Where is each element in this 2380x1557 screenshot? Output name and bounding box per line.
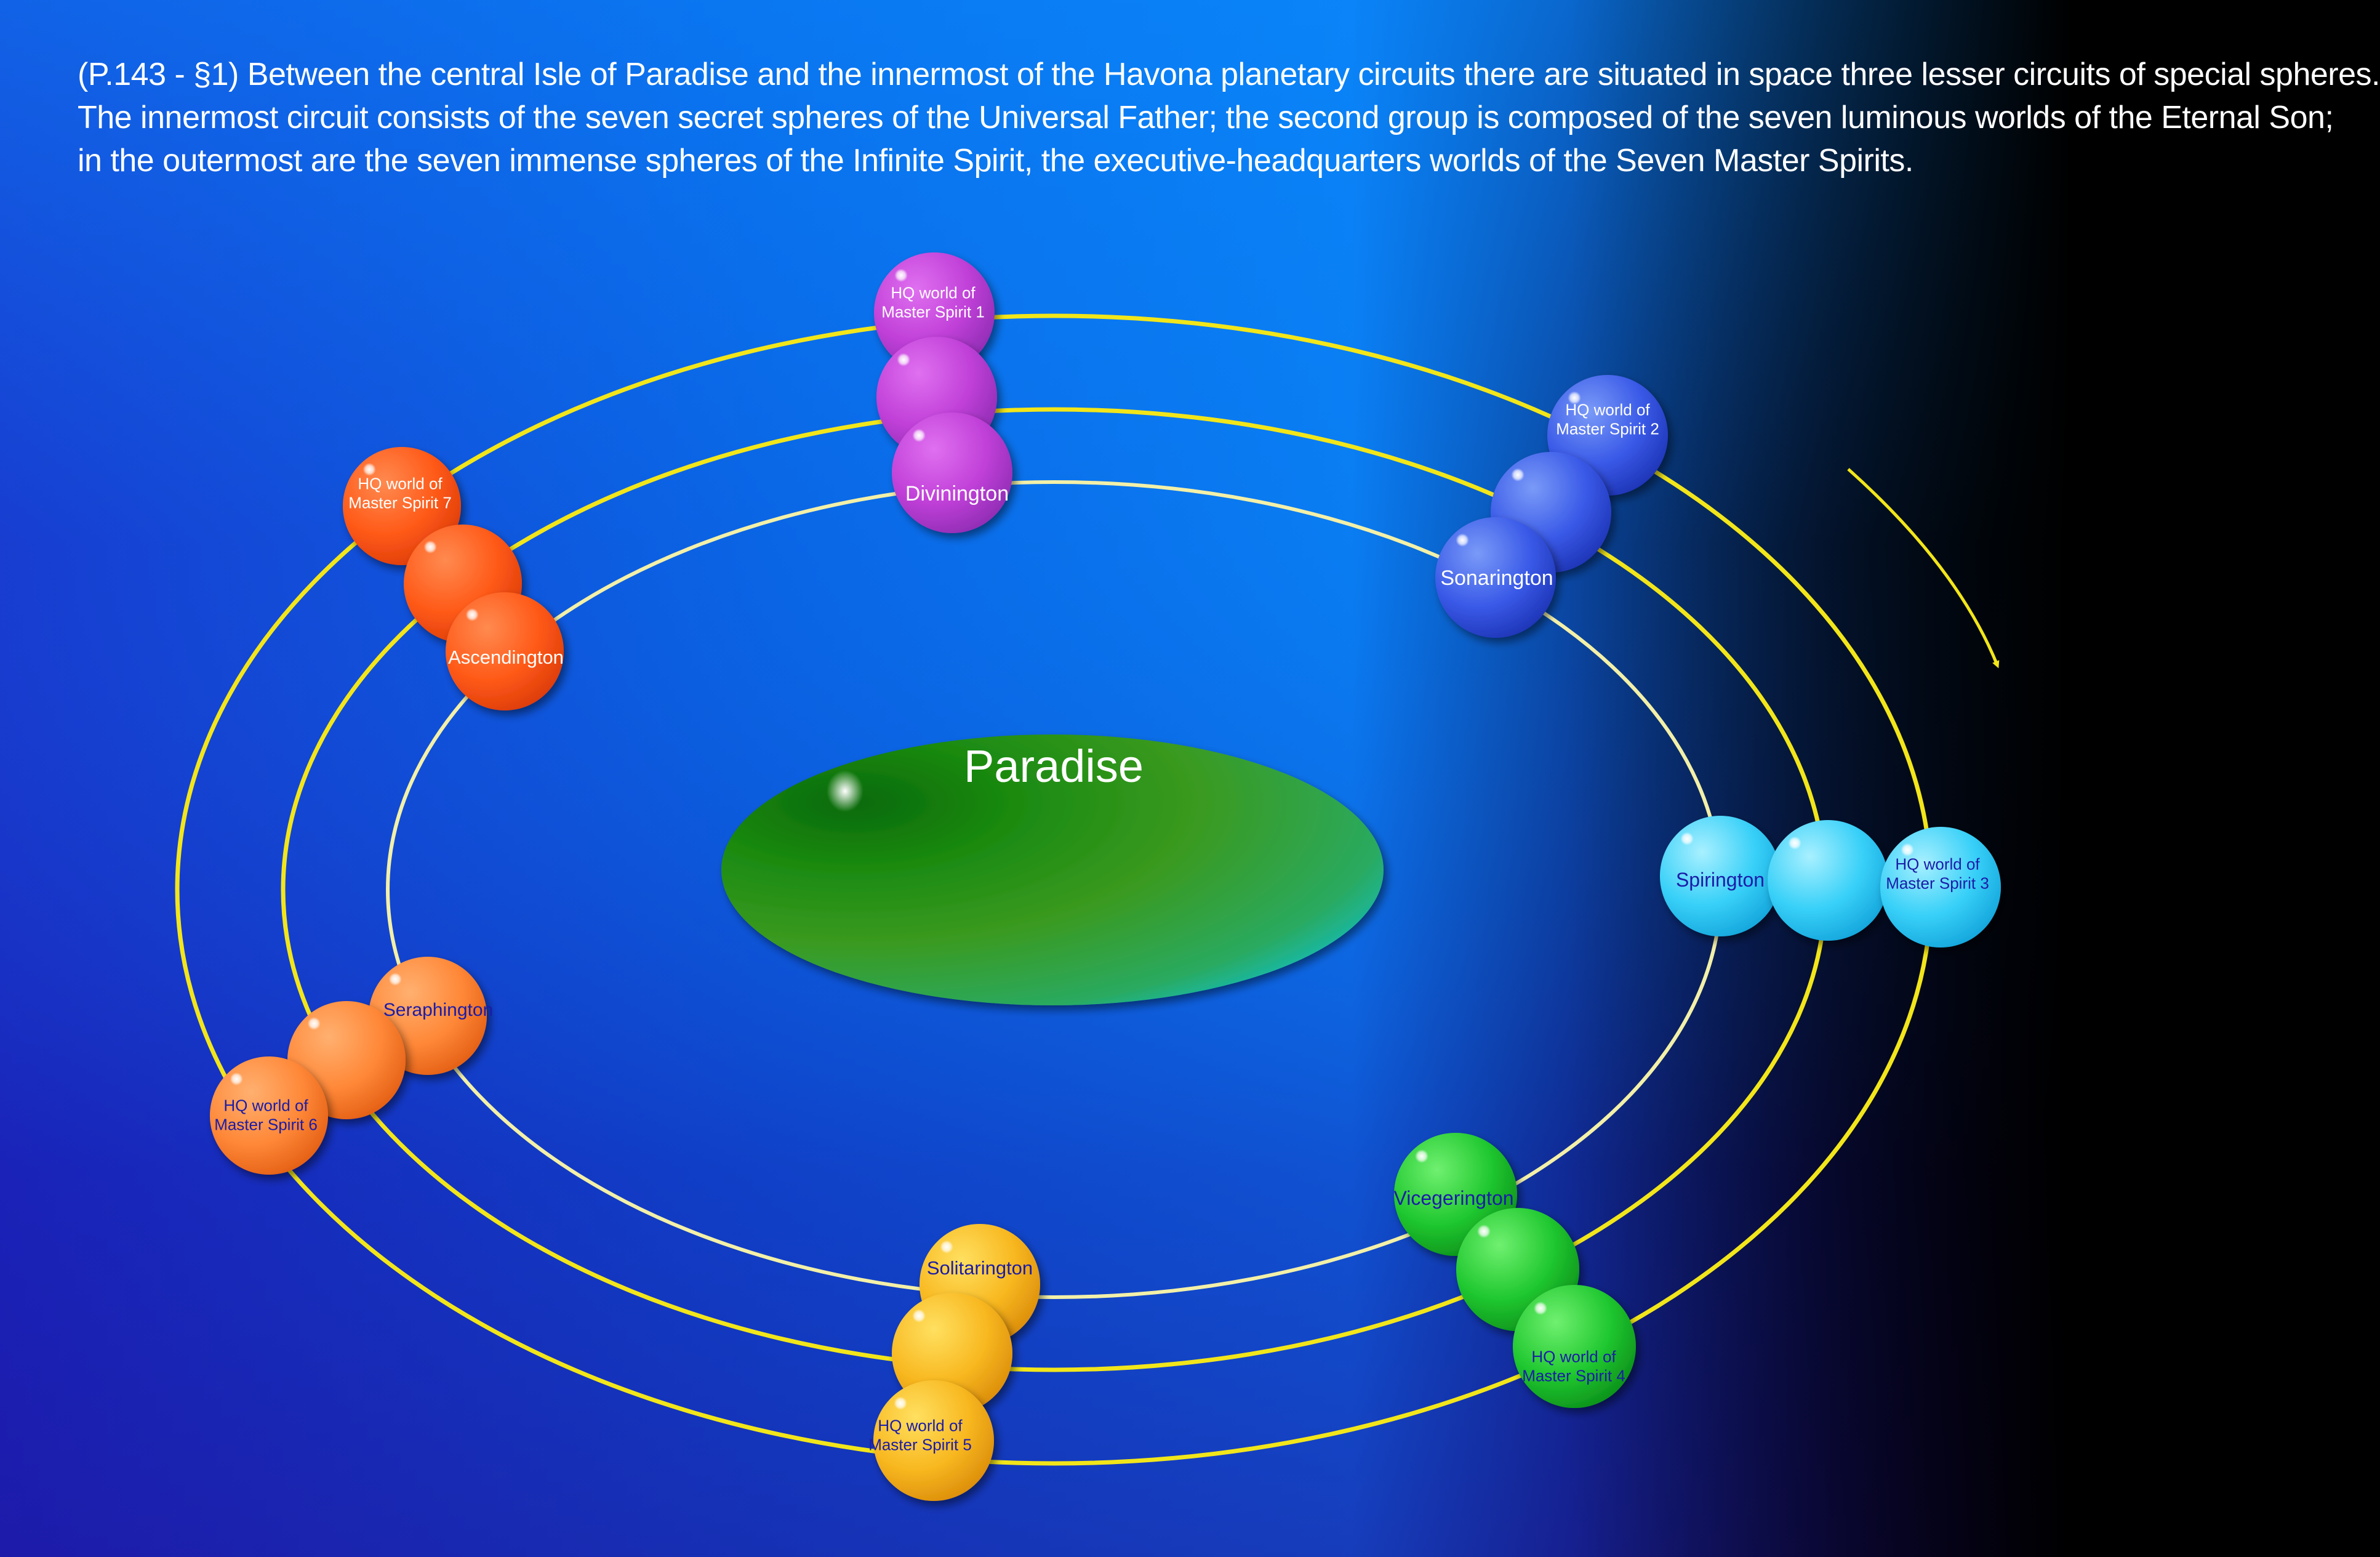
group-2-middle-sphere-highlight [1511, 468, 1525, 482]
group-7-inner-sphere-highlight [465, 608, 479, 622]
group-1-inner-label-line-1: Divinington [905, 482, 1009, 505]
group-5-inner-sphere-highlight [940, 1240, 953, 1254]
group-4-outer-sphere [1513, 1285, 1636, 1408]
group-3-outer-sphere [1880, 827, 2001, 947]
group-4-outer-sphere-highlight [1534, 1302, 1547, 1315]
caption: (P.143 - §1) Between the central Isle of… [78, 53, 2380, 182]
group-1-outer-label-line-2: Master Spirit 1 [881, 303, 985, 321]
group-5-outer-label: HQ world of Master Spirit 5 [868, 1416, 972, 1454]
group-1-middle-sphere-highlight [897, 353, 910, 367]
group-1-inner-sphere [892, 412, 1012, 533]
group-6-outer-sphere-highlight [230, 1072, 243, 1086]
group-3-outer-sphere-body [1880, 827, 2001, 947]
group-5-outer-sphere [873, 1380, 994, 1501]
paradise-label: Paradise [964, 741, 1144, 792]
group-4-outer-label-line-1: HQ world of [1531, 1347, 1616, 1366]
sphere-group-5: HQ world of Master Spirit 5 Solitarington [868, 1224, 1040, 1501]
group-7-inner-sphere [446, 592, 564, 710]
group-2-outer-label-line-2: Master Spirit 2 [1556, 420, 1659, 438]
group-3-inner-sphere-highlight [1680, 832, 1694, 846]
group-2-inner-label: Sonarington [1440, 566, 1553, 590]
group-6-inner-label-line-1: Seraphington [383, 1000, 493, 1020]
group-6-inner-label: Seraphington [383, 1000, 493, 1020]
rotation-direction-arrow [1847, 468, 2000, 669]
group-1-outer-sphere-body [874, 252, 995, 373]
group-7-middle-sphere-highlight [423, 540, 437, 554]
group-3-inner-sphere [1660, 816, 1781, 936]
group-3-outer-sphere-highlight [1901, 843, 1914, 857]
group-4-inner-sphere-highlight [1415, 1149, 1428, 1163]
group-2-outer-label-line-1: HQ world of [1565, 400, 1650, 419]
group-6-middle-sphere-highlight [307, 1016, 321, 1031]
group-7-inner-sphere-body [446, 592, 564, 710]
group-6-outer-label-line-1: HQ world of [223, 1096, 308, 1114]
group-4-inner-label: Vicegerington [1393, 1187, 1513, 1209]
group-6-outer-label: HQ world of Master Spirit 6 [214, 1096, 318, 1133]
group-5-inner-label: Solitarington [927, 1257, 1033, 1279]
group-7-inner-label: Ascendington [448, 646, 564, 668]
group-3-middle-sphere-body [1768, 820, 1888, 941]
group-3-outer-label-line-1: HQ world of [1895, 855, 1980, 873]
group-7-outer-sphere-highlight [363, 462, 376, 477]
paradise-isle [721, 734, 1384, 1005]
group-5-outer-label-line-2: Master Spirit 5 [868, 1436, 972, 1454]
group-4-middle-sphere-highlight [1477, 1225, 1491, 1238]
group-7-outer-label-line-2: Master Spirit 7 [348, 494, 452, 512]
group-2-inner-label-line-1: Sonarington [1440, 566, 1553, 590]
group-3-middle-sphere-highlight [1788, 836, 1801, 850]
group-5-outer-sphere-body [873, 1380, 994, 1501]
paradise-ellipse [721, 734, 1384, 1005]
group-6-outer-label-line-2: Master Spirit 6 [214, 1116, 318, 1134]
group-5-inner-label-line-1: Solitarington [927, 1257, 1033, 1279]
group-5-outer-label-line-1: HQ world of [878, 1416, 963, 1434]
group-4-outer-sphere-body [1513, 1285, 1636, 1408]
group-1-outer-label-line-1: HQ world of [891, 283, 976, 302]
group-4-inner-label-line-1: Vicegerington [1393, 1187, 1513, 1209]
group-1-inner-label: Divinington [905, 482, 1009, 505]
group-2-inner-sphere-body [1435, 517, 1556, 638]
group-1-inner-sphere-body [892, 412, 1012, 533]
group-6-outer-sphere [210, 1056, 328, 1175]
caption-line-1: (P.143 - §1) Between the central Isle of… [78, 57, 2380, 92]
group-6-outer-sphere-body [210, 1056, 328, 1175]
group-1-inner-sphere-highlight [912, 428, 926, 443]
group-2-inner-sphere [1435, 517, 1556, 638]
group-3-inner-label-line-1: Spirington [1676, 869, 1765, 891]
caption-line-3: in the outermost are the seven immense s… [78, 143, 1913, 179]
group-1-outer-sphere [874, 252, 995, 373]
group-7-inner-label-line-1: Ascendington [448, 646, 564, 668]
group-7-outer-label-line-1: HQ world of [358, 474, 443, 493]
group-5-middle-sphere-highlight [912, 1309, 926, 1323]
group-1-outer-sphere-highlight [894, 268, 908, 283]
group-3-outer-label-line-2: Master Spirit 3 [1886, 874, 1989, 893]
group-6-inner-sphere-highlight [388, 972, 402, 986]
group-3-middle-sphere [1768, 820, 1888, 941]
group-5-outer-sphere-highlight [894, 1396, 907, 1410]
group-3-inner-sphere-body [1660, 816, 1781, 936]
caption-line-2: The innermost circuit consists of the se… [78, 100, 2334, 135]
sphere-group-6: HQ world of Master Spirit 6 Seraphington [210, 957, 493, 1175]
group-2-outer-sphere-highlight [1568, 391, 1581, 405]
group-3-inner-label: Spirington [1676, 869, 1765, 891]
group-2-inner-sphere-highlight [1456, 533, 1469, 547]
paradise-highlight [827, 770, 863, 812]
group-4-outer-label-line-2: Master Spirit 4 [1522, 1367, 1625, 1385]
